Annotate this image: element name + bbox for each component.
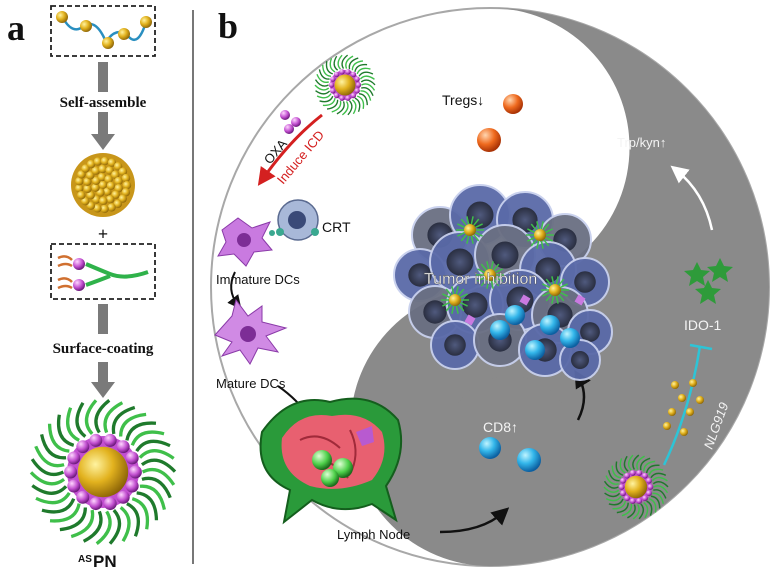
oxa-drug-icon	[280, 110, 301, 134]
aspn-nanoparticle-icon	[603, 454, 669, 520]
cd8-label: CD8↑	[483, 419, 518, 435]
lipid-box	[50, 243, 156, 300]
aspn-nanoparticle-icon	[29, 398, 177, 546]
arrow-icon	[439, 507, 510, 534]
lipid-peg-icon	[57, 255, 149, 291]
induce-icd-arrow	[257, 113, 323, 186]
aspn-nanoparticle-icon	[314, 54, 376, 116]
surface-coating-label: Surface-coating	[53, 341, 154, 357]
lymph-node-label: Lymph Node	[337, 527, 410, 542]
crt-label: CRT	[322, 219, 351, 235]
ido1-enzyme-icon	[684, 258, 733, 304]
tumor-cluster-icon	[393, 184, 613, 381]
trp-kyn-label: Trp/kyn↑	[617, 135, 666, 150]
panel-b	[210, 7, 770, 567]
arrow-icon	[670, 165, 714, 231]
cd8-cell-icon	[517, 448, 541, 472]
mature-dc-icon	[214, 298, 288, 365]
immature-dc-icon	[217, 217, 273, 267]
panel-a-label: a	[7, 8, 25, 48]
crt-cell-icon	[269, 199, 319, 241]
ido1-label: IDO-1	[684, 317, 722, 333]
polymer-chain-icon	[56, 11, 152, 49]
monomer-box	[50, 5, 156, 57]
arrow-down-icon	[91, 304, 115, 398]
mature-dcs-label: Mature DCs	[216, 376, 286, 391]
arrow-down-icon	[91, 62, 115, 150]
self-assemble-label: Self-assemble	[60, 95, 147, 111]
tregs-label: Tregs↓	[442, 92, 484, 108]
tregs-circle	[408, 53, 538, 183]
arrow-icon	[537, 80, 601, 112]
product-label-superscript: AS	[78, 554, 92, 565]
nlg919-drug-icon	[663, 379, 704, 436]
cd8-circle	[447, 376, 573, 502]
inhibition-line	[662, 345, 702, 466]
lymph-node-icon	[259, 397, 403, 525]
treg-cell-icon	[503, 94, 523, 114]
gold-core-nanoparticle-icon	[71, 153, 135, 217]
treg-cell-icon	[477, 128, 501, 152]
panel-a	[29, 5, 177, 546]
panel-b-label: b	[218, 6, 238, 46]
product-label: PN	[93, 552, 117, 571]
tumor-inhibition-label: Tumor inhibition	[424, 271, 537, 288]
immature-dcs-label: Immature DCs	[216, 272, 300, 287]
cd8-cell-icon	[479, 437, 501, 459]
arrow-icon	[406, 154, 424, 210]
plus-sign: +	[98, 224, 108, 244]
inhibition-bar	[689, 343, 713, 351]
